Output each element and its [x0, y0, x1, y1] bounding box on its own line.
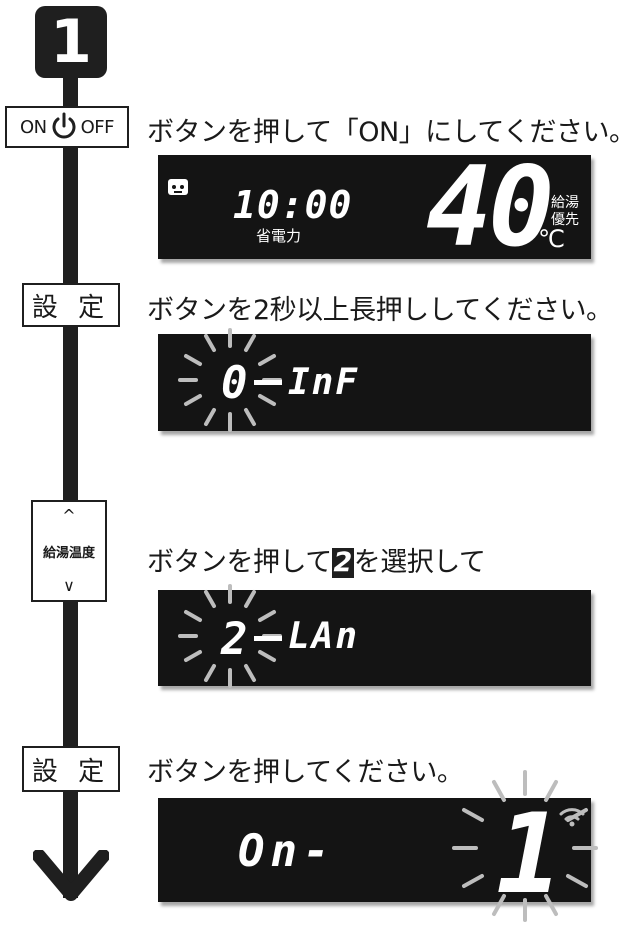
setting-button-label: 設 定 — [31, 292, 111, 323]
step-number-badge: 1 — [35, 6, 107, 78]
down-arrow-icon — [33, 850, 109, 901]
instruction-select: ボタンを押して2を選択して — [147, 540, 486, 579]
lcd-menu-text: LAn — [288, 616, 360, 657]
lcd-large-digit: 1 — [496, 790, 563, 918]
lcd-priority-line2: 優先 — [551, 212, 579, 228]
lcd-display-info: 0 InF — [158, 328, 591, 432]
lcd-display-on: On- — [158, 798, 591, 902]
on-label: ON — [19, 116, 47, 138]
lcd-blink-digit: 0 — [221, 358, 248, 409]
chevron-down-icon: ∨ — [63, 576, 75, 595]
lcd-mode: 省電力 — [256, 227, 302, 245]
setting-button[interactable]: 設 定 — [22, 283, 120, 327]
step-number: 1 — [50, 7, 92, 77]
on-off-button[interactable]: ON OFF — [5, 106, 129, 148]
remote-icon — [168, 179, 188, 195]
lcd-time: 10:00 — [233, 183, 353, 227]
instruction-on: ボタンを押して「ON」にしてください。 — [147, 117, 635, 148]
lcd-priority-line1: 給湯 — [551, 195, 579, 211]
lcd-display-lan: 2 LAn — [158, 584, 591, 688]
lcd-temp-unit: ℃ — [538, 225, 565, 253]
lcd-priority: 給湯 優先 — [551, 195, 579, 229]
instruction-select-digit: 2 — [331, 547, 354, 578]
temperature-button-label: 給湯温度 — [42, 545, 95, 561]
instruction-select-after: を選択して — [353, 547, 486, 578]
instruction-select-before: ボタンを押して — [147, 547, 332, 578]
power-icon — [52, 112, 76, 139]
lcd-on-text: On- — [238, 826, 336, 877]
off-label: OFF — [80, 116, 115, 138]
lcd-temperature: 40 — [426, 143, 554, 271]
lcd-menu-text: InF — [288, 362, 360, 403]
lcd-dash — [254, 380, 282, 385]
lcd-display-home: 10:00 省電力 40 ℃ 給湯 優先 — [158, 143, 591, 271]
lcd-dash — [254, 636, 282, 641]
temperature-button[interactable]: ^ 給湯温度 ∨ — [31, 500, 107, 602]
blink-rays-icon — [452, 770, 598, 922]
setting-button-label: 設 定 — [31, 756, 111, 787]
instruction-confirm: ボタンを押してください。 — [147, 757, 464, 788]
setting-button[interactable]: 設 定 — [22, 746, 120, 792]
chevron-up-icon: ^ — [62, 506, 76, 525]
lcd-blink-digit: 2 — [221, 614, 248, 665]
instruction-long-press: ボタンを2秒以上長押ししてください。 — [147, 295, 613, 326]
